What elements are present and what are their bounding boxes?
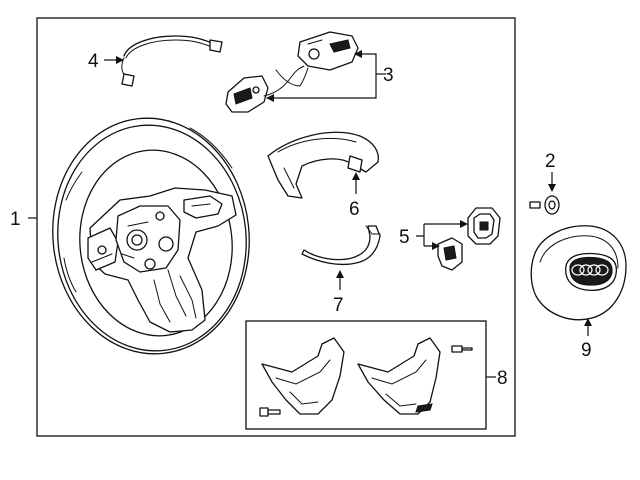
leader-3 <box>268 53 377 99</box>
arrowhead-3b <box>266 94 274 102</box>
arrowhead-3a <box>354 50 362 58</box>
callout-3: 3 <box>383 65 394 86</box>
steering-wheel-icon <box>52 117 250 355</box>
control-switches-icon <box>225 31 359 113</box>
arrowhead-5a <box>460 220 468 228</box>
callout-7: 7 <box>333 295 344 316</box>
trim-cover-icon <box>267 131 380 199</box>
lower-cover-kit-icon <box>259 337 473 417</box>
arrowhead-6 <box>352 172 360 180</box>
callout-6: 6 <box>349 199 360 220</box>
arrowhead-9 <box>584 318 592 326</box>
airbag-module-icon <box>530 225 627 321</box>
bolt-icon <box>529 195 560 215</box>
switch-buttons-icon <box>437 207 501 271</box>
trim-strip-icon <box>301 225 381 266</box>
leader-5 <box>416 223 462 247</box>
arrowhead-5b <box>432 242 440 250</box>
callout-1: 1 <box>10 209 21 230</box>
callout-2: 2 <box>545 151 556 172</box>
arrowhead-4 <box>116 56 124 64</box>
wiring-harness-icon <box>121 35 223 87</box>
arrowhead-7 <box>336 270 344 278</box>
arrowhead-2 <box>548 184 556 192</box>
assembly-frame <box>36 17 516 437</box>
callout-5: 5 <box>399 227 410 248</box>
callout-8: 8 <box>497 368 508 389</box>
kit-frame <box>245 320 487 430</box>
callout-9: 9 <box>581 340 592 361</box>
callout-4: 4 <box>88 51 99 72</box>
